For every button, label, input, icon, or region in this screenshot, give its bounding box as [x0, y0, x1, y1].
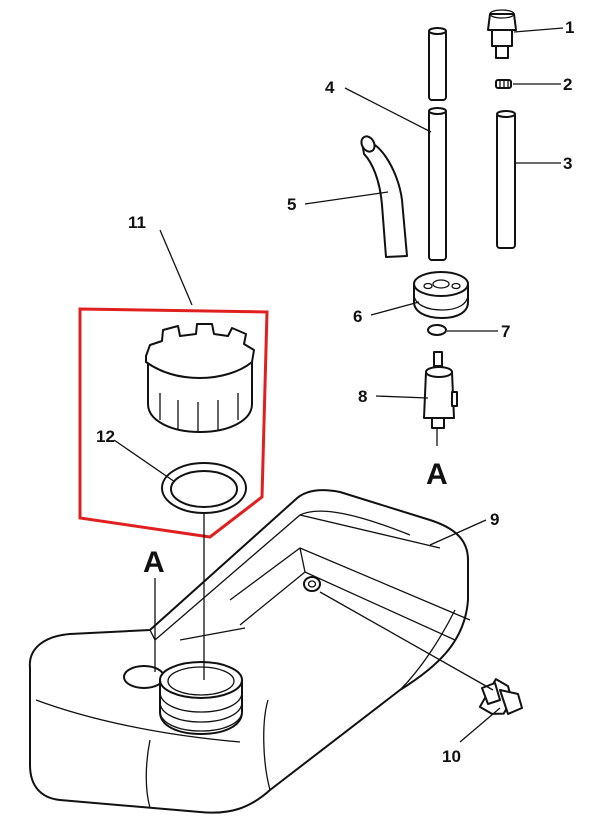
fuel-filter	[423, 351, 458, 429]
guide-line-bolt	[319, 591, 494, 691]
kit-highlight-box	[78, 307, 269, 539]
callout-4: 4	[325, 78, 335, 97]
spring	[495, 79, 512, 89]
callout-8: 8	[358, 387, 367, 406]
callout-9: 9	[490, 510, 499, 529]
filler-cap	[145, 323, 255, 433]
callout-1: 1	[565, 18, 574, 37]
connector-a-bottom: A	[143, 546, 165, 579]
connector-a-top: A	[426, 458, 448, 491]
bolt	[478, 678, 523, 715]
callout-6: 6	[353, 307, 362, 326]
fuel-hose-straight	[496, 110, 516, 249]
filler-neck	[159, 661, 243, 735]
callout-7: 7	[501, 322, 510, 341]
callout-5: 5	[287, 195, 296, 214]
callout-12: 12	[96, 427, 115, 446]
outlet-opening	[123, 665, 165, 689]
fuel-tank	[28, 489, 471, 814]
callout-10: 10	[442, 747, 461, 766]
callout-2: 2	[563, 75, 572, 94]
leader-lines	[113, 27, 564, 743]
grommet	[413, 271, 469, 319]
gasket	[161, 462, 247, 514]
fuel-hose-long	[428, 27, 447, 261]
callout-3: 3	[563, 154, 572, 173]
callout-11: 11	[128, 213, 146, 232]
fuel-filter-cap	[487, 9, 517, 59]
o-ring	[427, 324, 447, 336]
callout-labels: 1 2 3 4 5 6 7 8 9 10 11 12 A A	[96, 18, 574, 766]
mount-hole	[303, 576, 321, 592]
fuel-hose-curved	[361, 140, 408, 258]
